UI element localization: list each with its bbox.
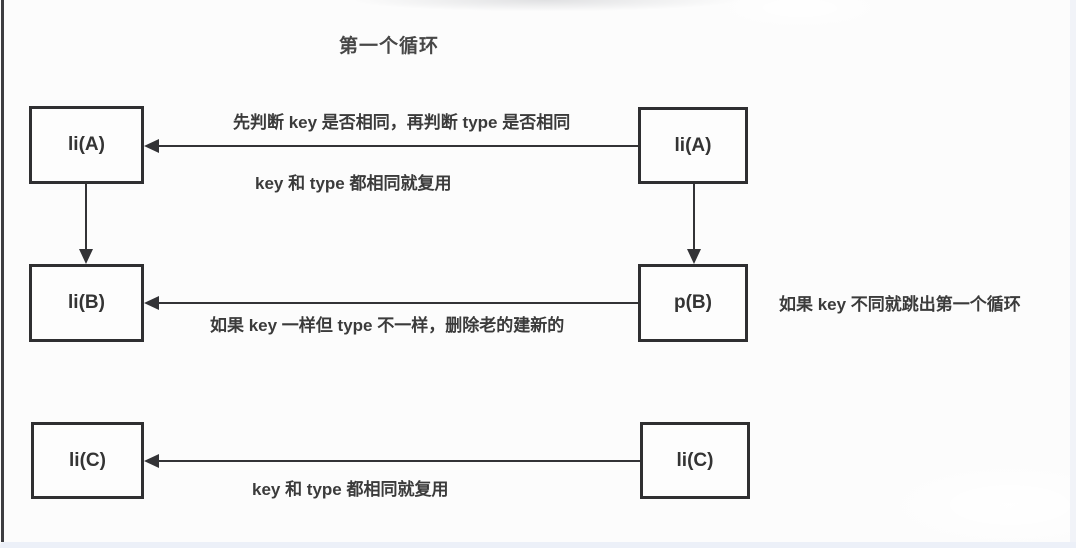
arrow-old-a-to-old-b-line <box>85 184 87 250</box>
annotation-replace-b: 如果 key 一样但 type 不一样，删除老的建新的 <box>210 316 565 335</box>
annotation-reuse-c: key 和 type 都相同就复用 <box>252 480 449 499</box>
node-old-li-a: li(A) <box>29 106 144 184</box>
diagram-title: 第一个循环 <box>339 36 440 57</box>
right-edge-tint <box>1070 0 1076 542</box>
node-label: li(C) <box>676 449 714 471</box>
annotation-reuse-a: key 和 type 都相同就复用 <box>255 174 452 193</box>
node-old-li-c: li(C) <box>31 422 144 499</box>
arrow-down-icon <box>79 249 93 264</box>
arrow-new-a-to-new-b-line <box>693 184 695 250</box>
arrow-down-icon <box>687 249 701 264</box>
annotation-compare-key-type: 先判断 key 是否相同，再判断 type 是否相同 <box>233 113 571 132</box>
annotation-break-loop: 如果 key 不同就跳出第一个循环 <box>779 295 1021 314</box>
arrow-left-icon <box>144 296 159 310</box>
left-edge-rail <box>1 0 4 542</box>
arrow-new-b-to-old-b-line <box>157 302 638 304</box>
node-label: p(B) <box>674 292 712 313</box>
node-old-li-b: li(B) <box>29 264 144 342</box>
node-label: li(A) <box>674 134 712 156</box>
node-new-p-b: p(B) <box>638 264 748 342</box>
node-label: li(C) <box>69 449 106 471</box>
bottom-bar <box>0 542 1076 548</box>
arrow-new-c-to-old-c-line <box>157 460 640 462</box>
node-label: li(B) <box>68 292 105 313</box>
node-new-li-c: li(C) <box>640 422 750 499</box>
node-new-li-a: li(A) <box>638 107 748 184</box>
arrow-left-icon <box>144 454 159 468</box>
arrow-new-a-to-old-a-line <box>157 145 638 147</box>
node-label: li(A) <box>68 134 105 155</box>
arrow-left-icon <box>144 139 159 153</box>
